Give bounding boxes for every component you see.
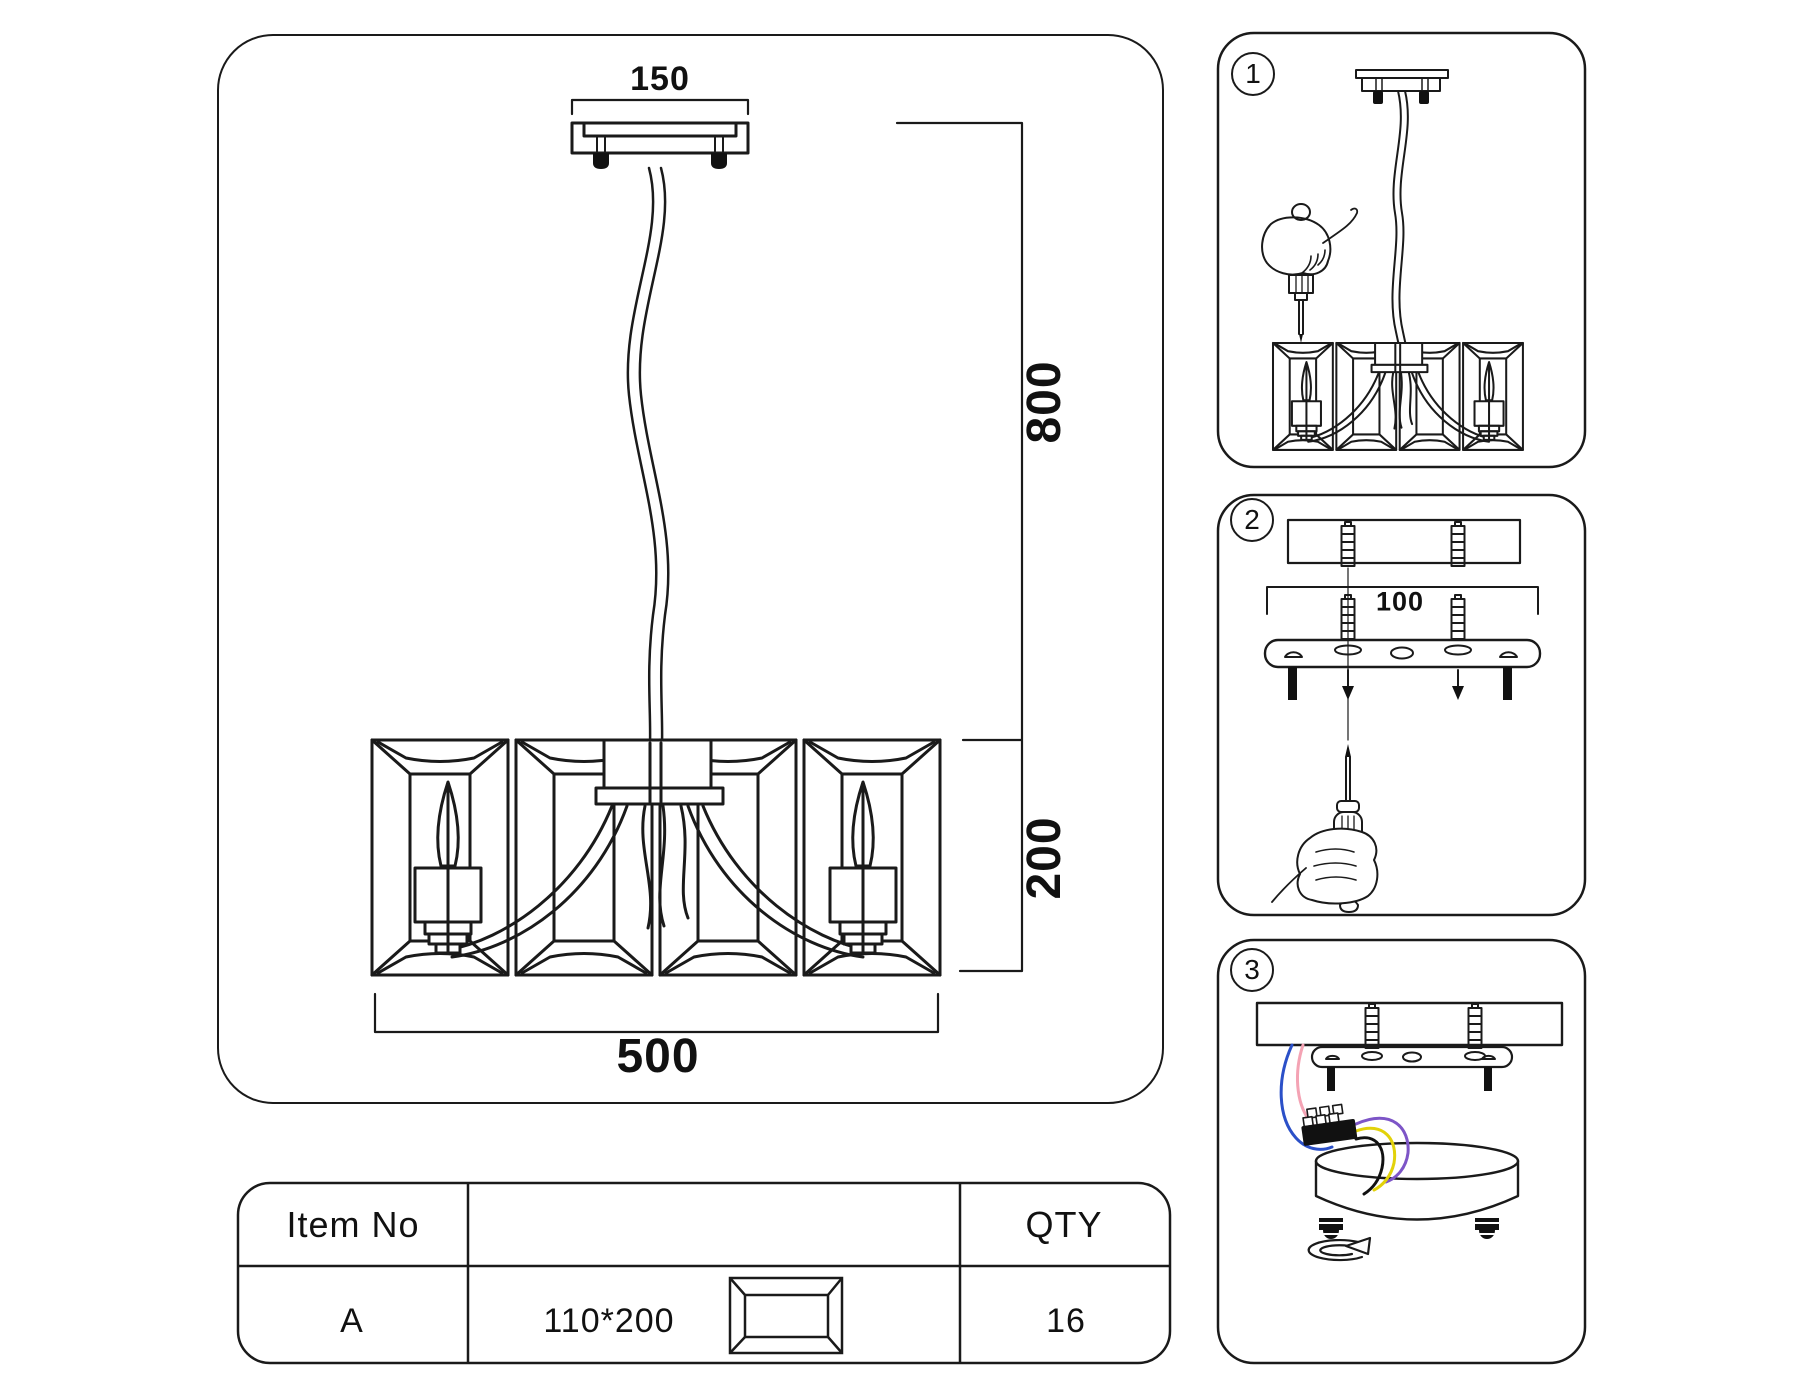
wall-anchor-icon [1450,521,1466,567]
dim-hole-spacing-label: 100 [1375,586,1425,617]
dim-100-bracket [1266,586,1539,615]
step1-number: 1 [1245,58,1261,89]
parts-table-grid [236,1181,1172,1365]
wall-anchor-icon [1364,1003,1380,1049]
step3-number: 3 [1244,954,1260,985]
wire-yellow [1354,1126,1397,1192]
hand-screwdriver-up-icon [1271,744,1379,913]
terminal-block-icon [1301,1103,1358,1146]
wire-blue [1279,1043,1334,1151]
pendant-cord [626,166,670,746]
ceiling-beam [1255,1001,1564,1047]
cap-nut-icon [1318,1217,1344,1240]
mounting-bar-installed [1310,1045,1514,1091]
step1-panel-border [1216,31,1587,469]
step2-panel-border [1216,493,1587,917]
dim-canopy-width-label: 150 [630,60,690,98]
table-header-qty: QTY [1025,1204,1103,1245]
mini-chandelier [1273,343,1523,450]
canopy-icon [1314,1141,1520,1221]
table-cell-qty: 16 [1046,1302,1086,1340]
step3-panel-border [1216,938,1587,1365]
table-cell-item: A [340,1302,364,1340]
chandelier-body [372,740,940,975]
ceiling-strip [1286,518,1522,565]
mounting-bar [1263,638,1542,700]
wire-purple [1354,1116,1410,1184]
step1-scene [1261,69,1449,347]
mini-ceiling-plate [1355,69,1449,104]
dim-shade-width-label: 500 [616,1030,700,1083]
main-view-border [217,34,1164,1104]
dim-shade-height-label: 200 [1018,816,1071,900]
cap-nut-icon [1474,1217,1500,1240]
wire-black [1354,1136,1385,1196]
ceiling-plate [570,121,750,169]
step2-number-badge: 2 [1230,498,1274,542]
wall-anchor-icon [1467,1003,1483,1049]
step2-number: 2 [1244,504,1260,535]
rotation-arrow-icon [1307,1236,1372,1262]
step3-scene [1255,1001,1564,1262]
step3-number-badge: 3 [1230,948,1274,992]
dimension-lines [373,98,1024,1034]
table-header-item-no: Item No [286,1204,420,1245]
mini-cord [1391,90,1409,347]
crystal-icon [728,1276,844,1355]
wall-anchor-icon [1450,594,1466,640]
down-arrow-icon [1342,669,1464,700]
step2-scene [1263,518,1542,913]
step1-number-badge: 1 [1231,52,1275,96]
table-cell-size: 110*200 [543,1302,675,1340]
dim-suspension-height-label: 800 [1018,360,1071,444]
hand-screwdriver-icon [1261,203,1359,343]
wall-anchor-icon [1340,521,1356,567]
